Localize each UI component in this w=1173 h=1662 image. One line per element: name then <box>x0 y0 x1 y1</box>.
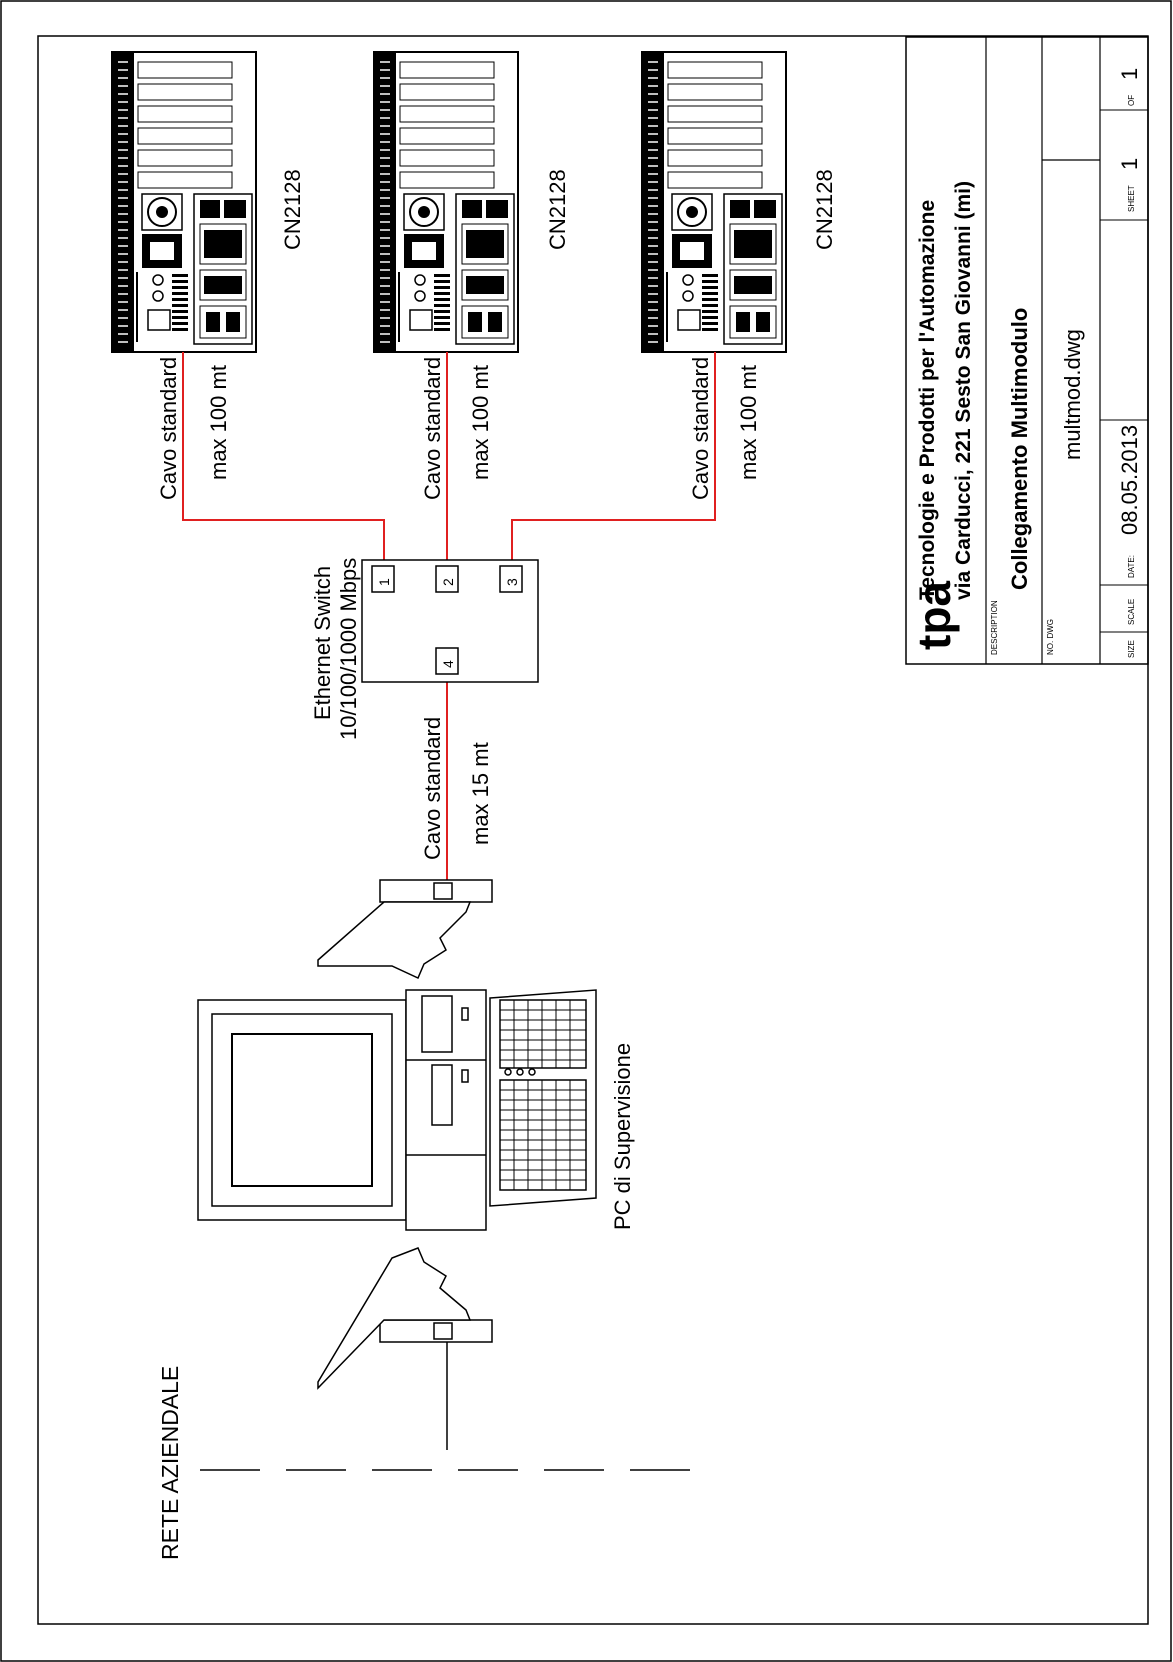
cable-3-line-2: max 100 mt <box>736 365 761 480</box>
scale-label: SCALE <box>1127 599 1136 625</box>
cn2128-device-2 <box>373 51 519 353</box>
ethernet-cables <box>182 352 716 880</box>
company-line-2: via Carducci, 221 Sesto San Giovanni (mi… <box>952 181 975 600</box>
network-card-top <box>317 879 493 980</box>
cn2128-device-1 <box>111 51 257 353</box>
port-4-label: 4 <box>440 660 456 668</box>
cable-2-line-2: max 100 mt <box>468 365 493 480</box>
cable-1-line-2: max 100 mt <box>206 365 231 480</box>
network-card-bottom <box>317 1247 493 1390</box>
switch-label-line-1: Ethernet Switch <box>310 566 335 720</box>
date-label: DATE: <box>1127 555 1136 578</box>
cable-1-line-1: Cavo standard <box>156 357 181 500</box>
network-label: RETE AZIENDALE <box>157 1366 183 1560</box>
sheet-label: SHEET <box>1127 185 1136 212</box>
of-value: 1 <box>1117 68 1142 80</box>
description-value: Collegamento Multimodulo <box>1007 308 1032 590</box>
port-3-label: 3 <box>504 578 520 586</box>
switch-port-1 <box>371 565 395 593</box>
cable-device-3 <box>511 352 716 560</box>
port-1-label: 1 <box>376 578 392 586</box>
title-block: tpa Tecnologie e Prodotti per l'Automazi… <box>905 36 1149 665</box>
switch-port-3 <box>499 565 523 593</box>
cable-3-line-1: Cavo standard <box>688 357 713 500</box>
supervision-pc <box>197 989 597 1231</box>
size-label: SIZE <box>1127 640 1136 658</box>
dwg-label: NO. DWG <box>1046 619 1055 655</box>
cn2128-device-3 <box>641 51 787 353</box>
device-label-2: CN2128 <box>545 169 570 250</box>
port-2-label: 2 <box>440 578 456 586</box>
of-label: OF <box>1127 95 1136 106</box>
cable-device-1 <box>182 352 385 560</box>
logo-text: tpa <box>908 581 960 650</box>
switch-port-2 <box>435 565 459 593</box>
inner-border <box>37 35 1149 1625</box>
switch-label-line-2: 10/100/1000 Mbps <box>336 558 361 740</box>
dwg-value: multmod.dwg <box>1060 329 1085 460</box>
device-label-3: CN2128 <box>812 169 837 250</box>
company-line-1: Tecnologie e Prodotti per l'Automazione <box>916 200 939 600</box>
switch-port-4 <box>435 647 459 675</box>
ethernet-switch: 1 2 3 4 <box>361 559 539 683</box>
pc-label: PC di Supervisione <box>610 1043 635 1230</box>
sheet-value: 1 <box>1117 158 1142 170</box>
pc-cable-line-1: Cavo standard <box>420 717 445 860</box>
description-label: DESCRIPTION <box>990 600 999 655</box>
tpa-logo: tpa <box>908 581 960 650</box>
cable-2-line-1: Cavo standard <box>420 357 445 500</box>
device-label-1: CN2128 <box>280 169 305 250</box>
date-value: 08.05.2013 <box>1117 425 1142 535</box>
pc-cable-line-2: max 15 mt <box>468 742 493 845</box>
